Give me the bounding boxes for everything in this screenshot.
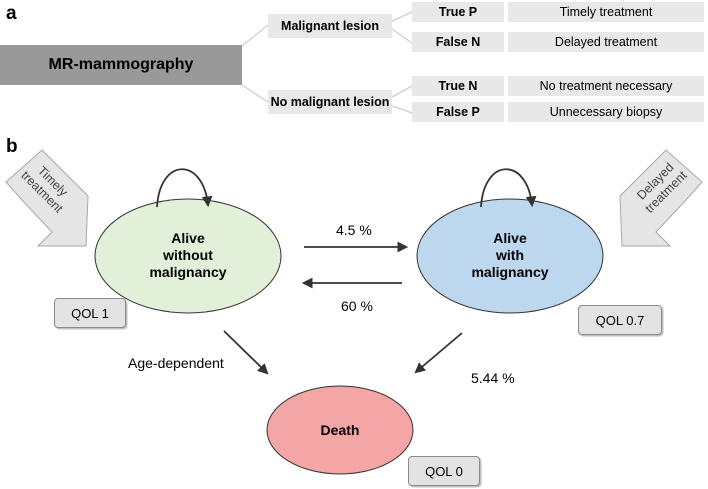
death-label: Death — [320, 422, 360, 438]
test-box-false-n: False N — [412, 32, 504, 52]
arrow-with-to-death — [414, 332, 463, 374]
connector-root-nonmalignant — [241, 84, 269, 103]
test-box-true-n: True N — [412, 76, 504, 96]
branch-box-malignant-lesion: Malignant lesion — [268, 14, 392, 38]
self-loop-alive-with-arrow — [480, 168, 537, 208]
self-loop-alive-without-arrow — [156, 168, 213, 208]
connector-root-malignant — [241, 24, 269, 47]
result-box-no-treatment-necessary: No treatment necessary — [508, 76, 704, 96]
branch-box-no-malignant-lesion: No malignant lesion — [268, 90, 392, 114]
alive-with-malignancy-label: Alive with malignancy — [471, 230, 549, 280]
timely-treatment-arrow — [5, 149, 89, 247]
test-box-false-p: False P — [412, 102, 504, 122]
result-box-timely-treatment: Timely treatment — [508, 2, 704, 22]
arrow-without-to-death — [223, 330, 269, 375]
qol-badge-death: QOL 0 — [408, 456, 480, 486]
result-box-delayed-treatment: Delayed treatment — [508, 32, 704, 52]
qol-badge-alive-without: QOL 1 — [54, 298, 126, 328]
state-death — [266, 385, 414, 475]
result-box-unnecessary-biopsy: Unnecessary biopsy — [508, 102, 704, 122]
connector-malignant-truep — [391, 11, 413, 22]
rate-without-to-with: 4.5 % — [336, 222, 372, 238]
root-box-mr-mammography: MR-mammography — [0, 45, 242, 85]
alive-without-malignancy-label: Alive without malignancy — [149, 230, 227, 280]
connector-malignant-falsen — [391, 28, 413, 44]
connector-nonmalignant-falsep — [391, 105, 413, 114]
panel-b-label: b — [6, 136, 18, 157]
rate-with-to-death: 5.44 % — [471, 370, 515, 386]
test-box-true-p: True P — [412, 2, 504, 22]
connector-nonmalignant-truen — [391, 85, 413, 98]
rate-without-to-death: Age-dependent — [128, 355, 224, 371]
rate-with-to-without: 60 % — [341, 298, 373, 314]
state-alive-with-malignancy — [416, 198, 604, 314]
panel-a-label: a — [6, 3, 17, 24]
state-alive-without-malignancy — [94, 198, 282, 314]
qol-badge-alive-with: QOL 0.7 — [578, 305, 662, 335]
delayed-treatment-arrow — [619, 149, 703, 247]
